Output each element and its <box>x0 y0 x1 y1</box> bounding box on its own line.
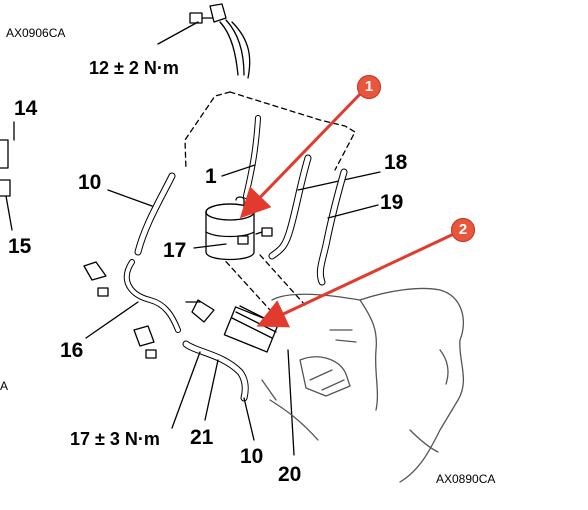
callout-19: 19 <box>380 191 404 214</box>
engine-block <box>261 287 465 483</box>
upper-pipes <box>219 19 251 79</box>
torque-lower: 17 ± 3 N·m <box>70 429 160 449</box>
torque-upper-leader <box>157 21 199 45</box>
callout-14: 14 <box>14 97 38 120</box>
callout-10-lower: 10 <box>240 445 264 468</box>
callout-21: 21 <box>190 426 214 449</box>
marker-1: 1 <box>357 75 381 99</box>
dashed-outline <box>184 91 356 311</box>
callout-16: 16 <box>60 339 84 362</box>
purge-valve <box>185 299 281 353</box>
leader-1 <box>221 164 256 177</box>
code-top-left: AX0906CA <box>6 26 66 40</box>
canister-17 <box>205 196 255 261</box>
callout-18: 18 <box>384 151 408 174</box>
brackets-left <box>83 261 157 359</box>
leader-20 <box>287 349 295 456</box>
edge-letter: A <box>0 379 9 393</box>
callout-10-upper: 10 <box>78 171 102 194</box>
leader-16 <box>85 301 139 339</box>
code-bottom-right: AX0890CA <box>436 472 496 486</box>
marker-2: 2 <box>451 218 475 242</box>
parts-14-15 <box>0 121 15 231</box>
leader-10-lower <box>243 397 255 441</box>
arrow-2 <box>256 230 459 328</box>
canister-bolt <box>255 227 273 237</box>
leader-21 <box>204 359 219 421</box>
leader-10-upper <box>107 189 153 207</box>
callout-17: 17 <box>163 239 187 262</box>
leader-19 <box>327 204 379 219</box>
callout-1: 1 <box>205 165 217 188</box>
torque-upper: 12 ± 2 N·m <box>89 58 179 78</box>
top-bolt <box>189 3 227 24</box>
leader-torque-lower <box>171 351 201 429</box>
hose-16 <box>123 259 181 333</box>
arrow-1 <box>239 90 364 219</box>
callout-20: 20 <box>278 463 302 486</box>
callout-15: 15 <box>8 235 32 258</box>
leader-17 <box>193 243 227 249</box>
